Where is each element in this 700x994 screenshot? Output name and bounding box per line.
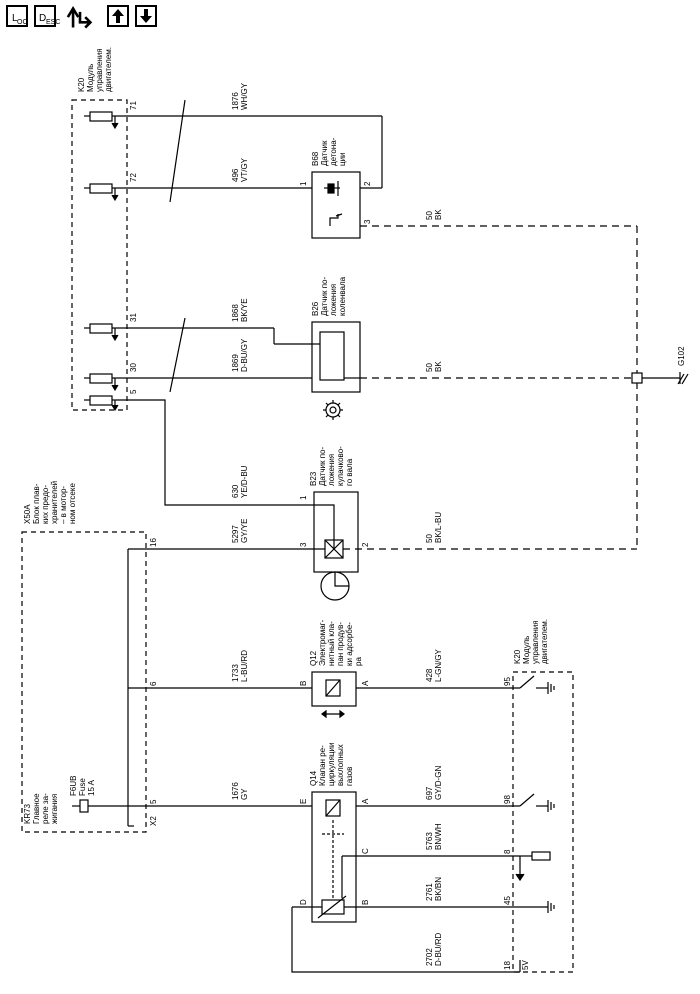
loc-label-sub: OC [17, 19, 28, 26]
wire-b23-ground-label: 50BK/L-BU [425, 512, 443, 543]
k20-pin-8: 8 [503, 849, 512, 854]
wire-5763-label: 5763BN/WH [425, 823, 443, 850]
q14-pin-e: E [299, 799, 308, 804]
k20-top-pins [84, 111, 119, 412]
b26-crank-sensor-box [311, 321, 361, 393]
b68-pin-2: 2 [363, 181, 372, 186]
wire-630 [117, 399, 335, 548]
pin-71-label: 71 [129, 101, 138, 110]
k20-top-label: K20 Модуль управления двигателем. [77, 46, 113, 92]
pin-31-label: 31 [129, 313, 138, 322]
b68-pin-3: 3 [363, 219, 372, 224]
k20-pin-18: 18 [503, 961, 512, 970]
b26-label: B26 Датчик по- ложения коленвала [311, 275, 347, 316]
q12-pin-b: B [299, 681, 308, 686]
pin-72-connector [89, 183, 113, 194]
k20-pin-5v: 5V [521, 960, 530, 970]
x50a-connector-x2: X2 [149, 816, 158, 826]
b23-cam-sensor-box [313, 491, 359, 573]
x50a-pin-16: 16 [149, 538, 158, 547]
b23-label: B23 Датчик по- ложения кулачково- го вал… [309, 444, 354, 486]
q14-pin-d: D [299, 899, 308, 905]
k20-pin-95: 95 [503, 677, 512, 686]
arrow-down-icon [140, 9, 152, 23]
b68-knock-sensor-box [311, 171, 361, 239]
x50a-pin-5: 5 [149, 799, 158, 804]
q14-pin-c: C [361, 848, 370, 854]
wire-1733-label: 1733L-BU/RD [231, 650, 249, 682]
wire-b68-ground-label: 50BK [425, 209, 443, 220]
kr73-label: KR73 Главное реле за- жигания [23, 791, 59, 824]
wire-2702 [291, 907, 520, 973]
desc-label-sub: ESC [46, 19, 61, 26]
pin-71-connector [89, 111, 113, 122]
arrow-down-button[interactable] [135, 5, 157, 27]
q14-egr-valve-box [311, 791, 357, 923]
arrow-up-icon [112, 9, 124, 23]
ground-symbol [677, 372, 689, 385]
wire-1876-label: 1876WH/GY [231, 82, 249, 110]
pin-30-connector [89, 373, 113, 384]
arrow-up-button[interactable] [107, 5, 129, 27]
toolbar: L OC D ESC [0, 0, 700, 40]
fuse-label: F6UB Fuse 15 A [69, 773, 96, 796]
wire-630-label: 630YE/D-BU [231, 465, 249, 498]
ground-g102-label: G102 [677, 346, 686, 366]
wire-1676-label: 1676GY [231, 782, 249, 800]
wire-428-label: 428L-GN/GY [425, 648, 443, 682]
gear-icon [325, 402, 341, 418]
wire-496-label: 496VT/GY [231, 157, 249, 182]
power-flow-icon[interactable] [62, 5, 98, 31]
x50a-pin-6: 6 [149, 681, 158, 686]
q12-label: Q12 Электромаг- нитный кла- пан продув- … [309, 617, 363, 666]
desc-label-main: D [39, 13, 47, 24]
q12-pin-a: A [361, 680, 370, 686]
pin-31-connector [89, 323, 113, 334]
b23-pin-1: 1 [299, 495, 308, 500]
q14-pin-b: B [361, 900, 370, 905]
loc-label-main: L [12, 13, 18, 24]
x50a-fuse-block-box [21, 531, 147, 833]
wire-2702-label: 2702D-BU/RD [425, 932, 443, 966]
x50a-label: X50A Блок плав- ких предо- хранителей – … [23, 479, 77, 524]
desc-button[interactable]: D ESC [34, 5, 60, 27]
b23-pin-2: 2 [361, 542, 370, 547]
wire-b26-ground-label: 50BK [425, 361, 443, 372]
fuse-f6ub [79, 799, 89, 813]
k20-pin-98: 98 [503, 795, 512, 804]
wire-5297-label: 5297GY/YE [231, 519, 249, 543]
q14-pin-a: A [361, 798, 370, 804]
wire-2761-label: 2761BK/BN [425, 877, 443, 901]
k20-top-module-box [71, 99, 128, 411]
k20-bottom-module-box [512, 671, 574, 973]
wire-697-label: 697GY/D-GN [425, 766, 443, 800]
k20-bottom-label: K20 Модуль управления двигателем. [513, 618, 549, 664]
wire-1869-label: 1869D-BU/GY [231, 338, 249, 372]
q14-label: Q14 Клапан ре- циркуляции выхлопных газо… [309, 740, 354, 786]
k20-pin-45: 45 [503, 896, 512, 905]
b68-pin-1: 1 [299, 181, 308, 186]
wire-1868-label: 1868BK/YE [231, 298, 249, 322]
b23-pin-3: 3 [299, 542, 308, 547]
q12-purge-valve-box [311, 671, 357, 707]
pin-5-label: 5 [129, 389, 138, 394]
pin-72-label: 72 [129, 173, 138, 182]
loc-button[interactable]: L OC [6, 5, 28, 27]
pin-5-connector [89, 395, 113, 406]
pin-30-label: 30 [129, 363, 138, 372]
b68-label: B68 Датчик детона- ции [311, 135, 347, 166]
